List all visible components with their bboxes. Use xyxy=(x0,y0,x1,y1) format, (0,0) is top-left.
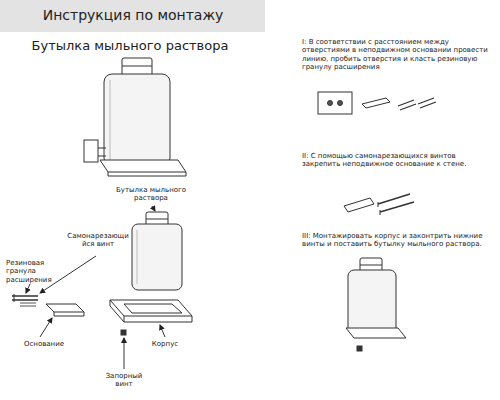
page-title: Инструкция по монтажу xyxy=(8,7,258,24)
part-label: Самонарезающи йся винт xyxy=(66,232,130,249)
part-label: Бутылка мыльного раствора xyxy=(112,186,190,203)
step-text: I: В соответствии с расстоянием между от… xyxy=(302,38,494,72)
step-text: II: С помощью самонарезающихся винтов за… xyxy=(302,152,494,169)
part-label: Резиновая гранула расширения xyxy=(6,259,68,284)
subtitle: Бутылка мыльного раствора xyxy=(30,38,230,54)
part-label: Основание xyxy=(14,340,74,348)
step-text: III: Монтажировать корпус и законтрить н… xyxy=(302,232,494,249)
part-label: Корпус xyxy=(140,340,190,348)
part-label: Запорный винт xyxy=(100,372,148,389)
